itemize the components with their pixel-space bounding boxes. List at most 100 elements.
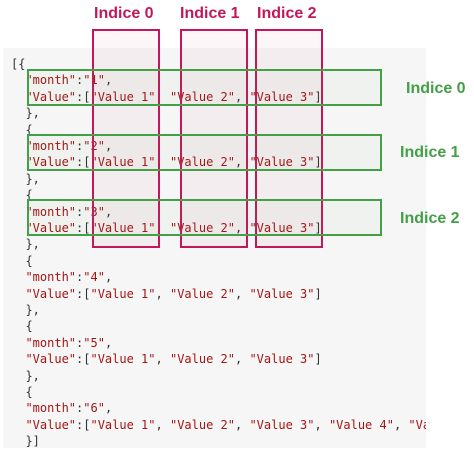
string-token: "month" <box>25 73 77 88</box>
punctuation-token: [{ <box>11 57 26 71</box>
punctuation-token <box>11 401 25 415</box>
string-token: "Value 1" <box>90 417 156 432</box>
code-line: { <box>11 318 33 334</box>
code-line: "Value":["Value 1", "Value 2", "Value 3"… <box>11 417 426 433</box>
code-line: "month":"4", <box>11 269 112 285</box>
punctuation-token <box>11 205 25 219</box>
column-label-index-0: Indice 0 <box>94 5 154 22</box>
string-token: "Value 1" <box>90 89 156 104</box>
string-token: "4" <box>83 270 105 285</box>
string-token: "Value" <box>25 352 77 367</box>
row-label-index-1: Indice 1 <box>400 144 460 161</box>
string-token: "Value 2" <box>169 352 235 367</box>
punctuation-token: { <box>11 253 33 268</box>
column-highlight-index-2 <box>255 29 323 248</box>
punctuation-token: }, <box>11 106 40 121</box>
punctuation-token: , <box>104 270 113 285</box>
string-token: "5" <box>83 335 105 350</box>
string-token: "Value" <box>25 417 77 432</box>
string-token: "Value 3" <box>249 352 315 367</box>
code-line: "month":"5", <box>11 335 112 351</box>
punctuation-token: :[ <box>76 221 91 235</box>
punctuation-token: }, <box>11 237 40 252</box>
punctuation-token: : <box>76 204 84 219</box>
string-token: "Value" <box>25 155 77 170</box>
string-token: "Value 2" <box>169 286 235 301</box>
code-line: }, <box>11 368 40 384</box>
string-token: "Value" <box>25 89 77 104</box>
punctuation-token: : <box>76 73 84 88</box>
punctuation-token: : <box>76 335 84 350</box>
code-line: }, <box>11 302 40 318</box>
punctuation-token: , <box>235 221 250 235</box>
code-line: "Value":["Value 1", "Value 2", "Value 3"… <box>11 351 322 367</box>
string-token: "Value 3" <box>249 221 315 235</box>
code-line: }, <box>11 105 40 121</box>
punctuation-token: , <box>104 204 113 219</box>
row-highlight-index-0 <box>27 69 382 106</box>
punctuation-token: }, <box>11 171 40 186</box>
punctuation-token: : <box>76 401 84 416</box>
code-line: { <box>11 122 32 138</box>
string-token: "Value 1" <box>90 221 156 235</box>
code-line: "month":"1", <box>11 72 112 88</box>
punctuation-token: ] <box>314 286 322 301</box>
punctuation-token: , <box>235 417 250 432</box>
column-highlight-index-1 <box>180 29 248 248</box>
punctuation-token: ] <box>314 352 322 367</box>
row-label-index-2: Indice 2 <box>400 210 460 227</box>
punctuation-token <box>11 155 25 169</box>
column-highlight-index-0 <box>92 29 160 248</box>
punctuation-token: ] <box>314 89 322 104</box>
string-token: "Value 2" <box>169 417 235 432</box>
string-token: "month" <box>25 270 77 285</box>
punctuation-token: :[ <box>76 417 91 432</box>
punctuation-token: }, <box>11 303 40 317</box>
string-token: "Value 3" <box>249 417 315 432</box>
punctuation-token <box>11 139 25 153</box>
code-line: "month":"2", <box>11 138 112 154</box>
punctuation-token: }, <box>11 368 40 383</box>
punctuation-token: , <box>104 139 113 153</box>
string-token: "Value 1" <box>90 286 156 301</box>
punctuation-token: }] <box>11 434 40 448</box>
punctuation-token <box>11 352 25 366</box>
row-label-index-0: Indice 0 <box>406 80 466 97</box>
string-token: "Value 1" <box>90 352 156 367</box>
punctuation-token: , <box>155 286 170 301</box>
string-token: "3" <box>83 204 105 219</box>
string-token: "2" <box>83 139 105 153</box>
string-token: "Value 3" <box>249 89 315 104</box>
punctuation-token: ] <box>314 155 322 170</box>
punctuation-token: , <box>235 89 250 104</box>
string-token: "month" <box>25 204 77 219</box>
punctuation-token: , <box>235 155 250 170</box>
punctuation-token: ] <box>314 221 322 235</box>
string-token: "Value 1" <box>90 155 156 170</box>
punctuation-token <box>11 418 25 432</box>
punctuation-token: , <box>393 417 409 432</box>
punctuation-token: { <box>11 319 33 334</box>
punctuation-token: , <box>155 352 170 367</box>
punctuation-token <box>11 336 25 350</box>
string-token: "Value 3" <box>249 155 315 170</box>
column-label-index-2: Indice 2 <box>257 5 317 22</box>
string-token: "Value 3" <box>249 286 315 301</box>
code-line: }] <box>11 433 40 448</box>
row-highlight-index-2 <box>27 199 382 236</box>
punctuation-token: :[ <box>76 352 91 367</box>
string-token: "month" <box>25 335 77 350</box>
string-token: "month" <box>25 139 77 153</box>
code-line: { <box>11 384 32 400</box>
code-line: { <box>11 187 32 203</box>
punctuation-token <box>11 90 25 104</box>
punctuation-token: , <box>104 73 113 88</box>
code-line: }, <box>11 236 40 252</box>
string-token: "Value" <box>25 221 77 235</box>
code-line: "Value":["Value 1", "Value 2", "Value 3"… <box>11 89 322 105</box>
code-line: "Value":["Value 1", "Value 2", "Value 3"… <box>11 286 322 302</box>
string-token: "6" <box>83 401 105 416</box>
code-line: }, <box>11 171 40 187</box>
punctuation-token: :[ <box>76 155 91 170</box>
